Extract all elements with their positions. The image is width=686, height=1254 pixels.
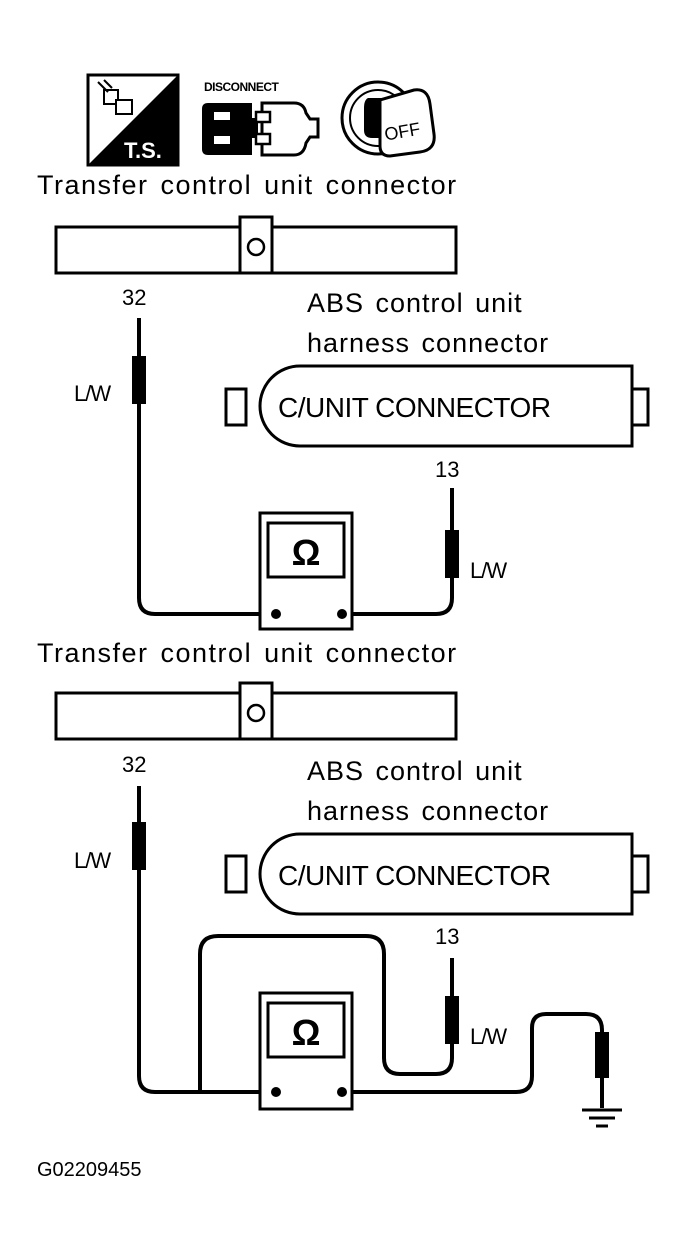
- figure-id: G02209455: [37, 1159, 142, 1181]
- ohm-symbol-1: Ω: [292, 532, 321, 573]
- abs-connector-text-1: C/UNIT CONNECTOR: [278, 392, 551, 423]
- wire-harness-2: [137, 786, 604, 1094]
- ground-icon: [582, 1108, 622, 1128]
- transfer-connector-1: [54, 215, 458, 275]
- ts-icon: T.S.: [86, 73, 180, 167]
- wire-sleeve-right-2: [445, 996, 459, 1044]
- ohmmeter-2: Ω: [258, 991, 354, 1111]
- ts-icon-label: T.S.: [124, 138, 162, 163]
- abs-connector-text-2: C/UNIT CONNECTOR: [278, 860, 551, 891]
- wire-label-right-1: L/W: [470, 558, 507, 583]
- wire-sleeve-right-1: [445, 530, 459, 578]
- transfer-connector-2: [54, 681, 458, 741]
- wire-sleeve-left-1: [132, 356, 146, 404]
- wire-label-right-2: L/W: [470, 1024, 507, 1049]
- abs-label-line2-2: harness connector: [307, 796, 549, 826]
- ohm-symbol-2: Ω: [292, 1012, 321, 1053]
- abs-label-line1-2: ABS control unit: [307, 756, 523, 786]
- pin-32-label-2: 32: [122, 752, 146, 777]
- wire-label-left-1: L/W: [74, 381, 111, 406]
- abs-label-line1-1: ABS control unit: [307, 288, 523, 318]
- wire-sleeve-left-2: [132, 822, 146, 870]
- pin-32-label-1: 32: [122, 285, 146, 310]
- wire-label-left-2: L/W: [74, 848, 111, 873]
- ignition-key-icon: OFF: [340, 80, 436, 158]
- transfer-connector-label-2: Transfer control unit connector: [37, 638, 458, 668]
- transfer-connector-label-1: Transfer control unit connector: [37, 170, 458, 200]
- ground-sleeve-2: [595, 1032, 609, 1078]
- abs-label-line2-1: harness connector: [307, 328, 549, 358]
- abs-connector-2: C/UNIT CONNECTOR: [224, 832, 650, 916]
- disconnect-icon: DISCONNECT: [202, 80, 320, 157]
- wire-harness-1: [137, 318, 454, 616]
- ohmmeter-1: Ω: [258, 511, 354, 631]
- abs-connector-1: C/UNIT CONNECTOR: [224, 364, 650, 448]
- pin-13-label-2: 13: [435, 924, 459, 949]
- disconnect-label: DISCONNECT: [204, 80, 280, 94]
- pin-13-label-1: 13: [435, 457, 459, 482]
